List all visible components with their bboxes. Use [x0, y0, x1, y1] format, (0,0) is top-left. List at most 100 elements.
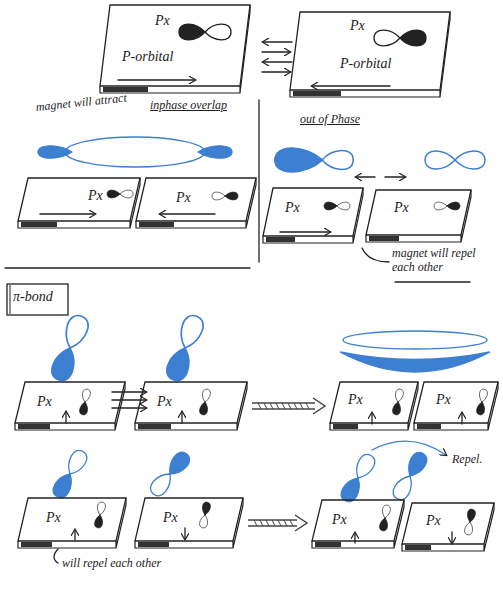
arrow-hatch [284, 520, 287, 526]
note-label: Repel. [452, 452, 482, 466]
plate-face [312, 500, 404, 541]
plate-face [290, 12, 450, 90]
arrow-line [451, 532, 452, 543]
orbital-lobe [337, 202, 350, 210]
plate-face [414, 382, 498, 423]
arrow-shaft [252, 402, 315, 404]
pi-row-drawing [49, 313, 490, 424]
magnet-plate: PxP-orbital [290, 12, 450, 97]
sketch-stroke [362, 248, 389, 262]
arrow-line [312, 85, 390, 86]
note-label: magnet will repel each other [392, 246, 497, 274]
plate-outline [135, 498, 243, 548]
arrow-hatch [264, 403, 267, 409]
orbital-lobe [403, 450, 430, 480]
magnet-plate: Px [330, 382, 418, 430]
orbital-lobe [96, 502, 106, 516]
arrow-line [112, 407, 146, 408]
plate-edge [136, 178, 256, 228]
plate-outline [18, 178, 140, 228]
orbital-lobe [374, 30, 400, 46]
orbital-lobe [324, 202, 337, 210]
magnet-stripe [293, 91, 341, 96]
plate-face [18, 498, 126, 541]
magnet-plate: Px [136, 178, 256, 228]
plate-outline [402, 503, 494, 551]
arrow-line [160, 213, 215, 214]
plate-face [402, 503, 494, 544]
orbital-lobe [425, 151, 455, 169]
orbital-lobe [201, 389, 211, 403]
sketch-stroke [54, 549, 58, 563]
orbital-lobe [199, 401, 209, 415]
orbital-lobe [63, 448, 90, 478]
plate-edge [414, 382, 498, 430]
arrow-line [385, 176, 405, 177]
note-label: will repel each other [62, 556, 161, 570]
magnet-plate: PxP-orbital [100, 5, 250, 93]
arrow-hatch [266, 520, 269, 526]
double-arrow [248, 515, 307, 531]
magnet-plate: Px [414, 382, 498, 430]
plate-edge [18, 498, 126, 548]
orbital-caption: P-orbital [340, 56, 391, 72]
orbital-lobe [394, 389, 404, 403]
arrow-line [356, 176, 375, 177]
plate-outline [136, 178, 256, 228]
magnet-stripe [21, 222, 57, 227]
magnet-stripe [369, 236, 399, 241]
magnet-stripe [21, 542, 52, 547]
box-border [7, 284, 68, 315]
plate-face [100, 5, 250, 86]
arrow-hatch [282, 403, 285, 409]
arrow-line [395, 281, 470, 282]
plate-edge [100, 5, 250, 93]
orbital-lobe [205, 24, 231, 40]
orbital-lobe [400, 30, 426, 46]
plate-outline [312, 500, 404, 548]
arrow-hatch [276, 403, 279, 409]
orbital-lobe [455, 151, 485, 169]
orbital-name: Px [426, 513, 441, 529]
arrow-line [184, 528, 185, 539]
magnet-stripe [417, 424, 441, 429]
plate-face [135, 498, 243, 541]
top-row-drawing [118, 24, 426, 86]
note-label: inphase overlap [150, 98, 227, 112]
orbital-lobe [60, 313, 91, 352]
arrow-hatch [288, 403, 291, 409]
sketch-stroke [372, 441, 446, 455]
orbital-name: Px [155, 13, 170, 29]
magnet-plate: Px [18, 498, 126, 548]
arrow-line [258, 100, 259, 262]
orbital-lobe [201, 502, 211, 516]
orbital-lobe [434, 202, 447, 210]
box-border [10, 285, 11, 314]
orbital-name: Px [348, 392, 363, 408]
orbital-lobe [392, 401, 402, 415]
sketch-stroke [343, 331, 487, 349]
orbital-lobe [390, 472, 417, 502]
arrow-line [74, 530, 75, 540]
magnet-plate: Px [402, 503, 494, 551]
arrow-line [263, 61, 292, 62]
plate-outline [18, 498, 126, 548]
orbital-name: Px [176, 190, 191, 206]
note-label: magnet will attract [35, 90, 127, 113]
plate-outline [330, 382, 418, 430]
orbital-lobe [464, 521, 474, 535]
orbital-name: Px [436, 392, 451, 408]
arrow-hatch [300, 403, 303, 409]
arrow-line [40, 213, 95, 214]
orbital-lobe [107, 190, 120, 198]
note-label: out of Phase [300, 112, 360, 126]
orbital-name: Px [157, 394, 172, 410]
arrow-hatch [272, 520, 275, 526]
arrow-line [118, 79, 195, 80]
title-box: π-bond [6, 283, 69, 316]
orbital-name: Px [350, 18, 365, 34]
orbital-lobe [478, 389, 488, 403]
magnet-plate: Px [18, 178, 140, 228]
plate-edge [135, 382, 247, 430]
